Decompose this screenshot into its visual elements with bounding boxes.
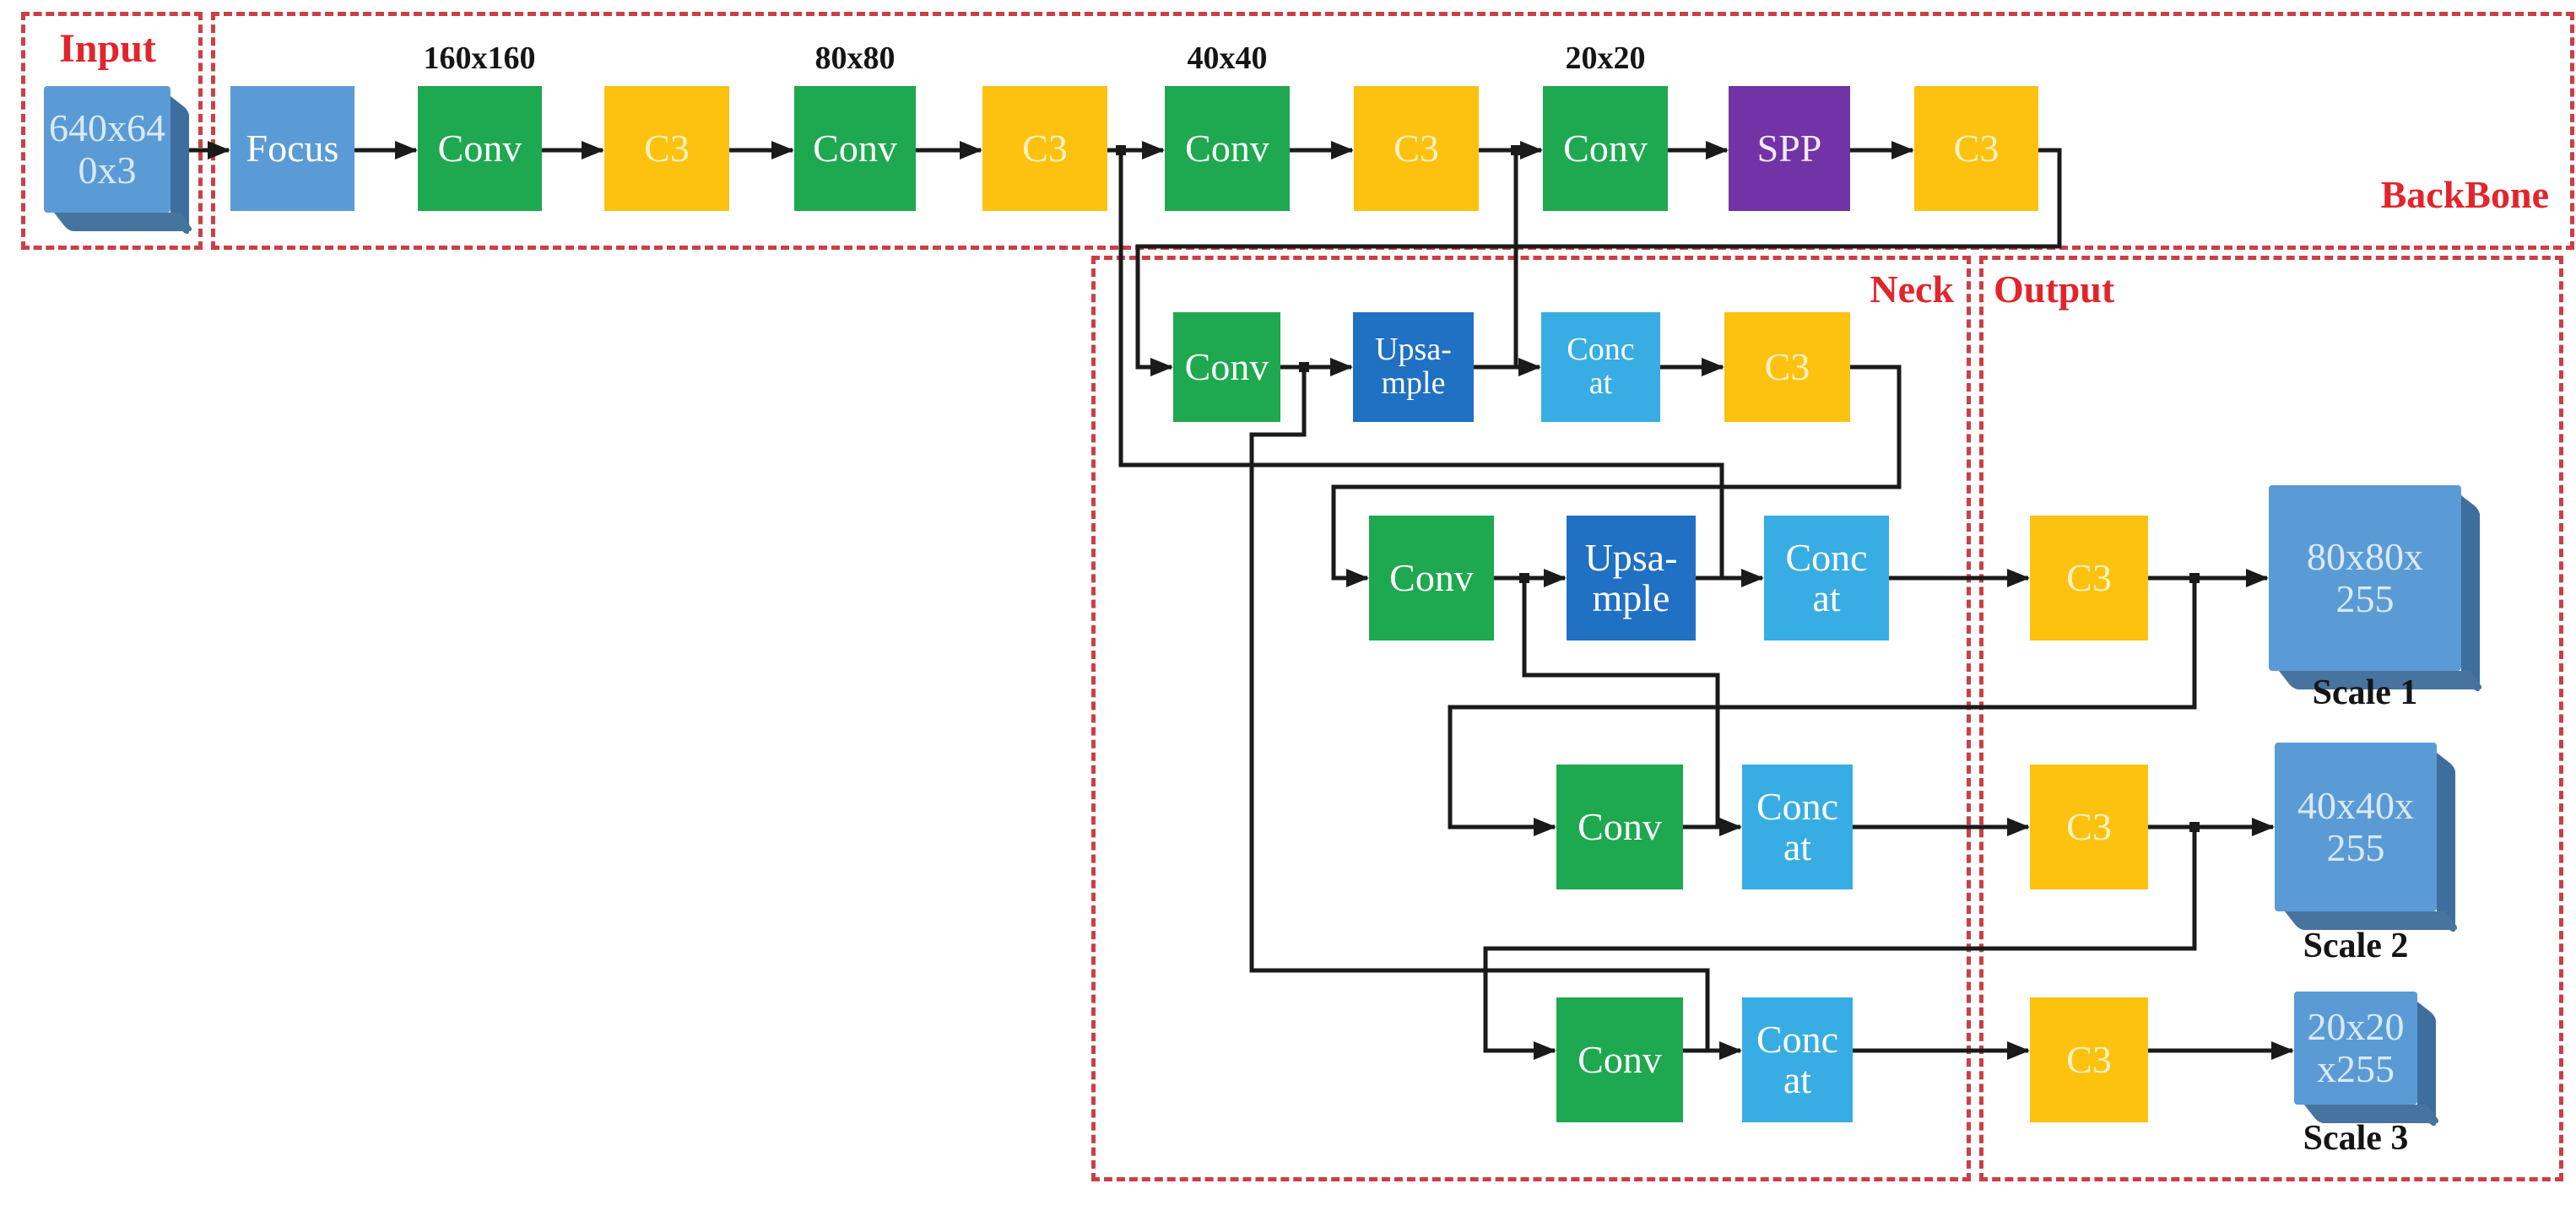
scale3-tensor-text: 20x20 x255: [2294, 992, 2417, 1105]
neck-section-border: [1091, 256, 1971, 1181]
backbone-section-label: BackBone: [2380, 173, 2549, 216]
neck-row1-concat-block: Conc at: [1541, 312, 1660, 422]
scale1-label: Scale 1: [2312, 673, 2418, 712]
junction-dots: [1116, 145, 2200, 832]
output-section-border: [1979, 256, 2563, 1181]
dim-label-80x80: 80x80: [814, 41, 896, 76]
scale2-tensor-box: 40x40x 255: [2275, 743, 2460, 935]
input-tensor-box: 640x64 0x3: [44, 86, 194, 236]
backbone-spp-block: SPP: [1729, 86, 1850, 211]
neck-row3-concat-block: Conc at: [1742, 765, 1853, 889]
output-section-label: Output: [1994, 268, 2115, 311]
backbone-conv1-block: Conv: [418, 86, 542, 211]
neck-row4-concat-block: Conc at: [1742, 997, 1853, 1122]
neck-row2-concat-block: Conc at: [1764, 516, 1889, 640]
neck-section-label: Neck: [1870, 268, 1954, 311]
scale2-label: Scale 2: [2303, 927, 2409, 965]
backbone-conv2-block: Conv: [794, 86, 916, 211]
output-c3-scale3-block: C3: [2030, 997, 2148, 1122]
backbone-c3-2-block: C3: [982, 86, 1107, 211]
input-tensor-text: 640x64 0x3: [44, 86, 170, 213]
scale1-tensor-box: 80x80x 255: [2269, 485, 2484, 694]
dim-label-20x20: 20x20: [1565, 41, 1646, 76]
scale2-tensor-text: 40x40x 255: [2275, 743, 2437, 911]
neck-row1-c3-block: C3: [1724, 312, 1850, 422]
neck-row4-conv-block: Conv: [1556, 997, 1683, 1122]
scale2-box-side: [2437, 753, 2455, 935]
backbone-c3-3-block: C3: [1354, 86, 1479, 211]
neck-row1-conv-block: Conv: [1173, 312, 1280, 422]
input-tensor-box-bottom: [54, 213, 194, 231]
backbone-c3-1-block: C3: [604, 86, 729, 211]
neck-row1-upsample-block: Upsa- mple: [1353, 312, 1474, 422]
neck-row3-conv-block: Conv: [1556, 765, 1683, 889]
scale3-tensor-box: 20x20 x255: [2294, 992, 2441, 1128]
input-section-border: [21, 12, 203, 250]
scale3-label: Scale 3: [2303, 1119, 2409, 1158]
backbone-conv3-block: Conv: [1165, 86, 1290, 211]
neck-row2-upsample-block: Upsa- mple: [1567, 516, 1696, 640]
backbone-c3-4-block: C3: [1914, 86, 2038, 211]
output-c3-scale1-block: C3: [2030, 516, 2148, 640]
backbone-conv4-block: Conv: [1543, 86, 1668, 211]
dim-label-160x160: 160x160: [423, 41, 536, 76]
dim-label-40x40: 40x40: [1187, 41, 1268, 76]
scale1-box-side: [2461, 495, 2480, 694]
neck-row2-conv-block: Conv: [1369, 516, 1494, 640]
scale1-tensor-text: 80x80x 255: [2269, 485, 2461, 671]
input-section-label: Input: [59, 26, 156, 71]
output-c3-scale2-block: C3: [2030, 765, 2148, 889]
backbone-focus-block: Focus: [230, 86, 354, 211]
